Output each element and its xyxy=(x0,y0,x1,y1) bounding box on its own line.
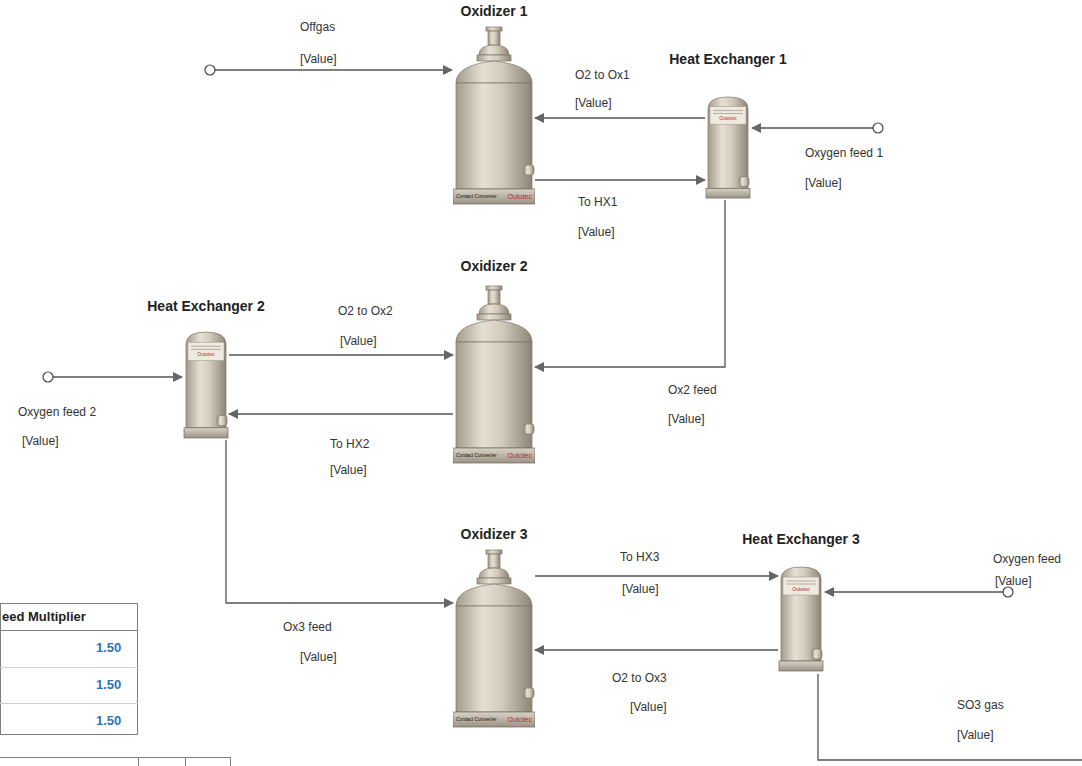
stream-lines xyxy=(53,70,1082,760)
table-cell: 1.50 xyxy=(96,677,121,692)
stream-value: [Value] xyxy=(668,412,704,426)
table-rule xyxy=(0,630,138,631)
table-rule xyxy=(230,757,231,766)
stream-connector xyxy=(229,354,453,355)
table-rule xyxy=(185,757,186,766)
stream-connector xyxy=(535,575,778,576)
unit-title: Oxidizer 2 xyxy=(461,258,528,274)
table-rule xyxy=(0,703,138,704)
oxidizer-illustration xyxy=(453,25,535,205)
maker-logo: Outotec xyxy=(507,193,532,200)
offgas-line xyxy=(215,69,452,70)
table-rule xyxy=(0,757,230,758)
oxidizer-illustration xyxy=(453,284,535,464)
stream-name: Ox2 feed xyxy=(668,383,717,397)
stream-connector xyxy=(226,440,453,603)
stream-value: [Value] xyxy=(622,582,658,596)
stream-name: Ox3 feed xyxy=(283,620,332,634)
table-rule xyxy=(0,667,138,668)
stream-connector xyxy=(535,200,725,367)
heat-exchanger: Heat Exchanger 3Outotec xyxy=(778,565,824,673)
stream-value: [Value] xyxy=(300,52,336,66)
stream-value: [Value] xyxy=(995,574,1031,588)
stream-name: Oxygen feed 1 xyxy=(805,146,883,160)
stream-name: To HX1 xyxy=(578,195,617,209)
table-cell: 1.50 xyxy=(96,713,121,728)
so3-gas-line xyxy=(818,674,1082,760)
oxygen-feed-line xyxy=(825,591,1003,592)
oxidizer-illustration xyxy=(453,548,535,728)
stream-value: [Value] xyxy=(300,650,336,664)
unit-title: Heat Exchanger 2 xyxy=(147,298,265,314)
stream-connector xyxy=(229,413,453,414)
table-border xyxy=(1,604,138,735)
stream-value: [Value] xyxy=(630,700,666,714)
maker-logo: Outotec xyxy=(719,116,737,121)
heat-exchanger-illustration xyxy=(183,330,229,440)
table-grid xyxy=(0,604,231,766)
unit-title: Oxidizer 1 xyxy=(461,3,528,19)
stream-terminals xyxy=(43,65,1013,597)
maker-logo: Outotec xyxy=(507,452,532,459)
stream-connector xyxy=(535,179,705,180)
stream-name: To HX3 xyxy=(620,550,659,564)
unit-title: Heat Exchanger 1 xyxy=(669,51,787,67)
unit-title: Heat Exchanger 3 xyxy=(742,531,860,547)
stream-value: [Value] xyxy=(957,728,993,742)
maker-caption: Contact Converter xyxy=(456,717,497,722)
maker-caption: Contact Converter xyxy=(456,194,497,199)
heat-exchanger: Heat Exchanger 2Outotec xyxy=(183,330,229,440)
stream-terminal xyxy=(1003,587,1013,597)
stream-name: Oxygen feed xyxy=(993,552,1061,566)
stream-connector xyxy=(535,649,778,650)
stream-value: [Value] xyxy=(575,96,611,110)
table-header: eed Multiplier xyxy=(2,609,86,624)
maker-logo: Outotec xyxy=(792,587,810,592)
stream-value: [Value] xyxy=(330,463,366,477)
maker-logo: Outotec xyxy=(507,716,532,723)
heat-exchanger: Heat Exchanger 1Outotec xyxy=(705,95,751,200)
stream-value: [Value] xyxy=(805,176,841,190)
stream-connector xyxy=(535,117,705,118)
maker-caption: Contact Converter xyxy=(456,453,497,458)
table-cell: 1.50 xyxy=(96,640,121,655)
stream-name: O2 to Ox1 xyxy=(575,68,630,82)
stream-value: [Value] xyxy=(578,225,614,239)
stream-terminal xyxy=(43,372,53,382)
heat-exchanger-illustration xyxy=(705,95,751,200)
oxidizer-vessel: Oxidizer 2Contact ConverterOutotec xyxy=(453,284,535,464)
unit-title: Oxidizer 3 xyxy=(461,526,528,542)
oxygen-feed-line xyxy=(53,376,182,377)
stream-value: [Value] xyxy=(340,334,376,348)
stream-name: Oxygen feed 2 xyxy=(18,405,96,419)
stream-terminal xyxy=(205,65,215,75)
maker-logo: Outotec xyxy=(197,352,215,357)
stream-name: O2 to Ox3 xyxy=(612,671,667,685)
table-rule xyxy=(138,757,139,766)
stream-value: [Value] xyxy=(22,434,58,448)
stream-terminal xyxy=(873,123,883,133)
stream-name: SO3 gas xyxy=(957,698,1004,712)
stream-name: O2 to Ox2 xyxy=(338,304,393,318)
stream-name: Offgas xyxy=(300,20,335,34)
oxidizer-vessel: Oxidizer 1Contact ConverterOutotec xyxy=(453,25,535,205)
heat-exchanger-illustration xyxy=(778,565,824,673)
oxygen-feed-line xyxy=(752,127,873,128)
oxidizer-vessel: Oxidizer 3Contact ConverterOutotec xyxy=(453,548,535,728)
stream-name: To HX2 xyxy=(330,437,369,451)
